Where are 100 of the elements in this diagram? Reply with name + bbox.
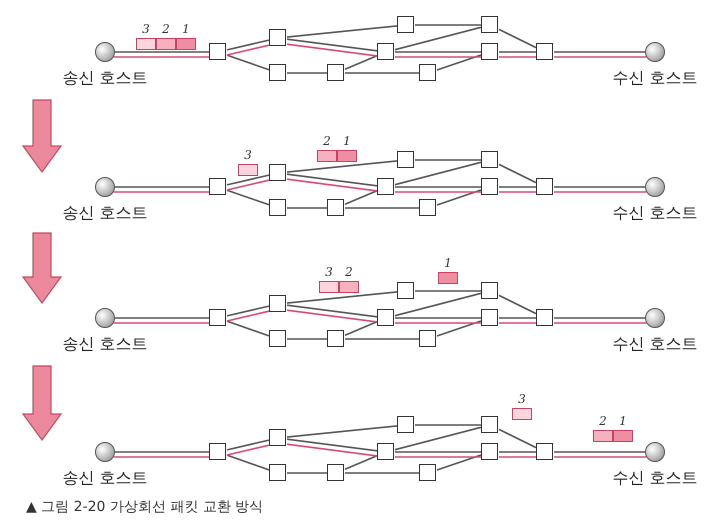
route-line <box>499 56 536 58</box>
route-line <box>554 322 646 324</box>
switch-box <box>481 443 498 460</box>
link-line <box>395 186 481 188</box>
route-line <box>499 191 536 193</box>
switch-box <box>377 443 394 460</box>
host-label: 송신 호스트 <box>61 203 149 224</box>
route-line <box>286 178 378 192</box>
link-line <box>286 25 398 38</box>
host-label: 수신 호스트 <box>611 68 699 89</box>
switch-box <box>209 309 226 326</box>
host-label: 송신 호스트 <box>61 334 149 355</box>
link-line <box>436 320 482 337</box>
switch-box <box>419 330 436 347</box>
link-line <box>286 304 378 318</box>
link-line <box>345 338 419 340</box>
switch-box <box>397 151 414 168</box>
link-line <box>554 51 645 53</box>
switch-box <box>397 416 414 433</box>
link-line <box>286 438 378 452</box>
route-line <box>226 44 270 56</box>
route-line <box>395 456 481 458</box>
link-line <box>344 321 378 336</box>
link-line <box>395 451 481 453</box>
link-line <box>345 207 419 209</box>
link-line <box>499 317 536 319</box>
route-line <box>114 322 209 324</box>
route-line <box>286 43 378 57</box>
host-label: 송신 호스트 <box>61 468 149 489</box>
link-line <box>226 39 270 51</box>
link-line <box>287 72 327 74</box>
route-line <box>114 191 209 193</box>
link-line <box>344 55 378 70</box>
link-line <box>226 454 270 471</box>
switch-box <box>481 309 498 326</box>
link-line <box>436 189 482 206</box>
route-line <box>226 179 270 191</box>
link-line <box>436 54 482 71</box>
link-line <box>286 425 398 438</box>
switch-box <box>269 164 286 181</box>
link-line <box>498 294 536 314</box>
switch-box <box>481 416 498 433</box>
switch-box <box>377 43 394 60</box>
switch-box <box>269 29 286 46</box>
route-line <box>114 56 209 58</box>
switch-box <box>419 64 436 81</box>
route-line <box>395 191 481 193</box>
link-line <box>287 207 327 209</box>
link-line <box>436 454 482 471</box>
switch-box <box>419 464 436 481</box>
switch-box <box>269 464 286 481</box>
switch-box <box>536 309 553 326</box>
route-line <box>395 322 481 324</box>
switch-box <box>209 178 226 195</box>
host-label: 수신 호스트 <box>611 334 699 355</box>
link-line <box>498 164 536 184</box>
switch-box <box>327 64 344 81</box>
route-line <box>554 456 646 458</box>
link-line <box>115 451 209 453</box>
link-line <box>345 72 419 74</box>
route-line <box>226 444 270 456</box>
link-line <box>287 472 327 474</box>
link-line <box>415 290 481 292</box>
link-line <box>499 51 536 53</box>
link-line <box>226 439 270 451</box>
link-line <box>286 291 398 304</box>
switch-box <box>536 443 553 460</box>
switch-box <box>536 43 553 60</box>
link-line <box>394 26 482 50</box>
switch-box <box>419 199 436 216</box>
link-line <box>498 28 536 48</box>
link-line <box>115 186 209 188</box>
link-line <box>286 173 378 187</box>
switch-box <box>481 282 498 299</box>
link-line <box>394 162 482 186</box>
switch-box <box>209 43 226 60</box>
route-line <box>499 456 536 458</box>
switch-box <box>269 64 286 81</box>
link-line <box>554 186 645 188</box>
link-line <box>415 159 481 161</box>
link-line <box>554 317 645 319</box>
switch-box <box>481 151 498 168</box>
switch-box <box>481 43 498 60</box>
link-line <box>226 54 270 71</box>
link-line <box>415 424 481 426</box>
switch-box <box>397 282 414 299</box>
link-line <box>344 455 378 470</box>
link-line <box>287 338 327 340</box>
link-line <box>226 320 270 337</box>
link-line <box>498 428 536 448</box>
route-line <box>554 191 646 193</box>
link-line <box>115 317 209 319</box>
link-line <box>499 451 536 453</box>
link-line <box>395 317 481 319</box>
switch-box <box>536 178 553 195</box>
route-line <box>395 56 481 58</box>
switch-box <box>269 199 286 216</box>
link-line <box>415 24 481 26</box>
host-label: 수신 호스트 <box>611 468 699 489</box>
switch-box <box>327 464 344 481</box>
